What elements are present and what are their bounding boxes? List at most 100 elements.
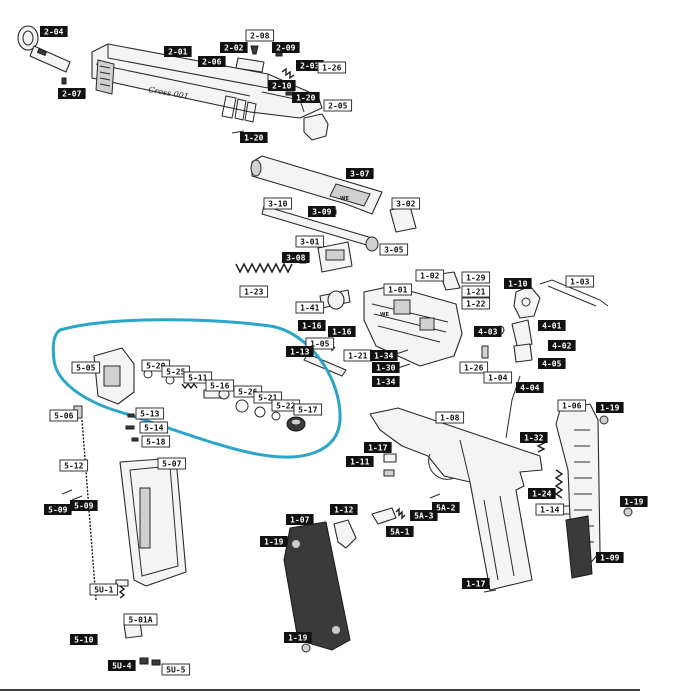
part-1-03-sear-spring <box>539 279 609 307</box>
callout-1-19a: 1-19 <box>596 402 624 413</box>
part-3-01-hop-unit <box>317 241 353 273</box>
callout-text: 1-19 <box>600 404 619 413</box>
callout-4-05: 4-05 <box>538 358 566 369</box>
callout-text: 1-19 <box>624 498 643 507</box>
callout-text: 3-01 <box>300 238 319 247</box>
callout-box <box>286 346 314 357</box>
callout-box <box>308 206 336 217</box>
part-5a-2-pin <box>429 493 441 499</box>
part-1-10-hammer <box>513 285 541 319</box>
callout-box <box>282 252 310 263</box>
callout-1-07: 1-07 <box>286 514 314 525</box>
callout-box <box>286 514 314 525</box>
callout-box <box>71 361 101 374</box>
callout-1-26b: 1-26 <box>459 361 489 374</box>
callout-box <box>538 320 566 331</box>
callout-box <box>364 442 392 453</box>
callout-1-19b: 1-19 <box>620 496 648 507</box>
callout-1-17b: 1-17 <box>462 578 490 589</box>
callout-box <box>383 283 413 296</box>
callout-text: 5-09 <box>74 502 93 511</box>
callout-box <box>135 407 165 420</box>
callout-1-01: 1-01 <box>383 283 413 296</box>
callout-box <box>483 371 513 384</box>
callout-text: 2-10 <box>272 82 291 91</box>
callout-5-10: 5-10 <box>70 634 98 645</box>
callout-box <box>346 456 374 467</box>
callout-1-19c: 1-19 <box>260 536 288 547</box>
callout-box <box>379 243 409 256</box>
callout-5a-2: 5A-2 <box>432 502 460 513</box>
callout-5-12: 5-12 <box>59 459 89 472</box>
callout-1-20b: 1-20 <box>240 132 268 143</box>
part-2-04-front-sight-ring <box>17 25 39 51</box>
part-4-02-sear <box>513 343 533 363</box>
callout-5-26: 5-26 <box>233 385 263 398</box>
callout-1-13: 1-13 <box>286 346 314 357</box>
callout-text: 5-18 <box>146 438 165 447</box>
callout-text: 4-04 <box>520 384 539 393</box>
part-1-23-recoil-spring <box>235 262 293 274</box>
callout-text: 5U-1 <box>94 586 113 595</box>
callout-5-16: 5-16 <box>205 379 235 392</box>
callout-box <box>253 391 283 404</box>
part-1-19-screw-c <box>301 643 311 653</box>
part-1-19-screw-a <box>599 415 609 425</box>
callout-box <box>293 403 323 416</box>
callout-1-21b: 1-21 <box>343 349 373 362</box>
callout-box <box>516 382 544 393</box>
callout-text: 1-34 <box>376 378 395 387</box>
callout-text: 2-09 <box>276 44 295 53</box>
callout-text: 1-41 <box>300 304 319 313</box>
callout-1-12: 1-12 <box>330 504 358 515</box>
callout-1-19d: 1-19 <box>284 632 312 643</box>
part-5-13-pins <box>125 413 139 442</box>
part-1-20-pin-b <box>231 130 245 134</box>
part-2-08-screw <box>250 45 259 55</box>
part-1-11-plunger <box>383 469 395 477</box>
part-5a-1-mag-release <box>371 507 406 525</box>
callout-5-05: 5-05 <box>71 361 101 374</box>
callout-text: 5-13 <box>140 410 159 419</box>
callout-5a-1: 5A-1 <box>386 526 414 537</box>
callout-text: 5-12 <box>64 462 83 471</box>
barrel-marking-text: WE <box>340 196 350 202</box>
part-2-05-extractor <box>303 113 329 141</box>
callout-box <box>461 285 491 298</box>
callout-text: 1-21 <box>348 352 367 361</box>
callout-4-01: 4-01 <box>538 320 566 331</box>
callout-1-09: 1-09 <box>596 552 624 563</box>
callout-text: 5-14 <box>144 424 163 433</box>
callout-5-11: 5-11 <box>183 371 213 384</box>
callout-text: 1-19 <box>264 538 283 547</box>
callout-3-05: 3-05 <box>379 243 409 256</box>
callout-1-10: 1-10 <box>504 278 532 289</box>
callout-box <box>245 29 275 42</box>
callout-box <box>557 399 587 412</box>
callout-text: 5-01A <box>128 616 152 625</box>
callout-2-03: 2-03 <box>296 60 324 71</box>
callout-box <box>108 660 136 671</box>
part-1-17-pin-a <box>383 453 397 463</box>
callout-box <box>157 457 187 470</box>
highlight-outline <box>51 318 342 459</box>
callout-1-04: 1-04 <box>483 371 513 384</box>
callout-5-25: 5-25 <box>161 365 191 378</box>
callout-3-07: 3-07 <box>346 168 374 179</box>
callout-text: 2-01 <box>168 48 187 57</box>
callout-text: 1-20 <box>296 94 315 103</box>
callout-box <box>328 326 356 337</box>
callout-text: 5-07 <box>162 460 181 469</box>
callout-text: 5-06 <box>54 412 73 421</box>
callout-text: 3-07 <box>350 170 369 179</box>
callout-5-01a: 5-01A <box>123 613 158 626</box>
part-5-11-spring <box>181 382 198 390</box>
callout-text: 5-10 <box>74 636 93 645</box>
callout-box <box>40 26 68 37</box>
callout-text: 1-16 <box>332 328 351 337</box>
callout-3-09: 3-09 <box>308 206 336 217</box>
callout-box <box>435 411 465 424</box>
callout-text: 5A-1 <box>390 528 409 537</box>
